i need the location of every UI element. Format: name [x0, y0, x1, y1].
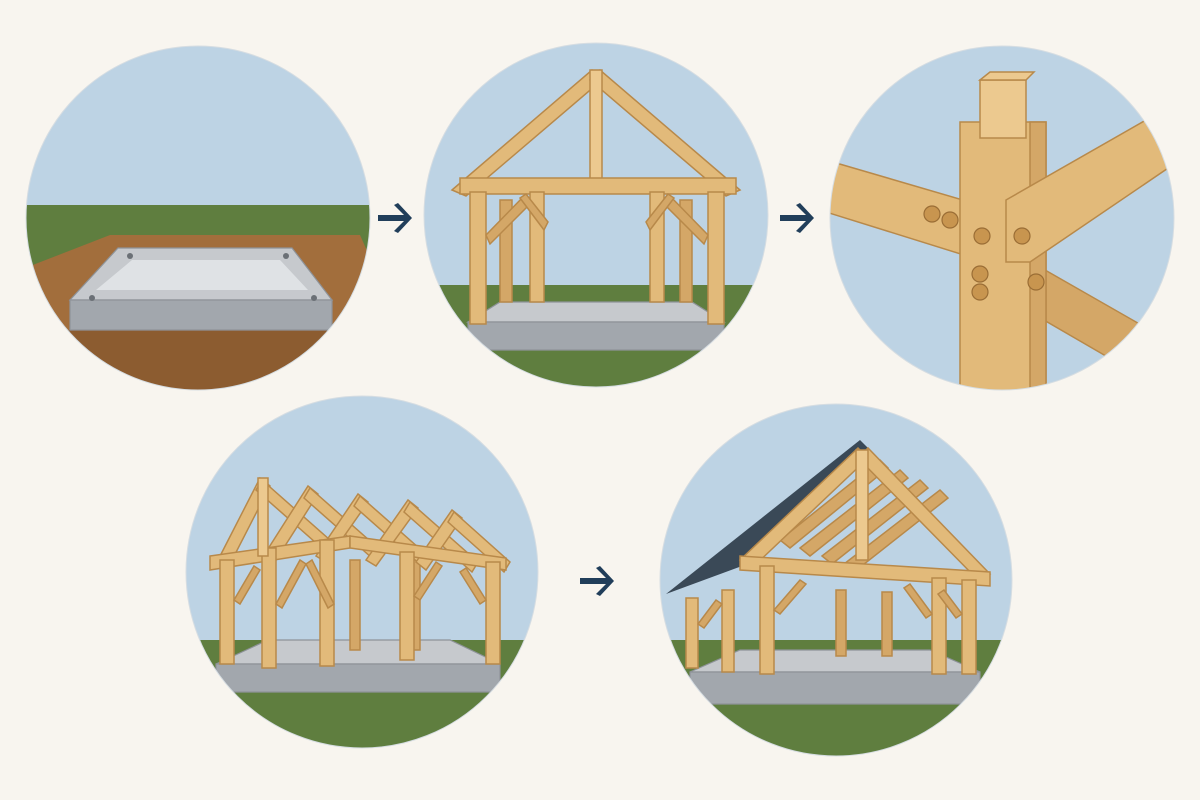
step-roof: [660, 404, 1012, 756]
arrow-right-icon: [580, 566, 614, 596]
arrow-right-icon: [378, 203, 412, 233]
foundation-front: [467, 321, 725, 351]
tenon: [979, 79, 1027, 139]
sky: [26, 46, 370, 210]
step-foundation: [26, 46, 370, 390]
post: [469, 191, 487, 325]
foundation-front: [215, 663, 501, 693]
arrow-right-icon: [780, 203, 814, 233]
beam-right: [1005, 110, 1174, 263]
roof-sheathing: [666, 440, 872, 594]
foundation-slab-inner: [96, 260, 308, 290]
king-post: [589, 69, 603, 181]
step-frame: [186, 396, 538, 748]
step-joinery: [830, 46, 1174, 390]
king-post: [855, 449, 869, 561]
tie-beam: [739, 555, 991, 587]
foundation-front: [689, 671, 981, 705]
foundation-slab-front: [69, 299, 333, 331]
post: [707, 191, 725, 325]
tie-beam: [459, 177, 737, 195]
foundation-top: [465, 301, 727, 323]
top-plate: [349, 535, 507, 571]
